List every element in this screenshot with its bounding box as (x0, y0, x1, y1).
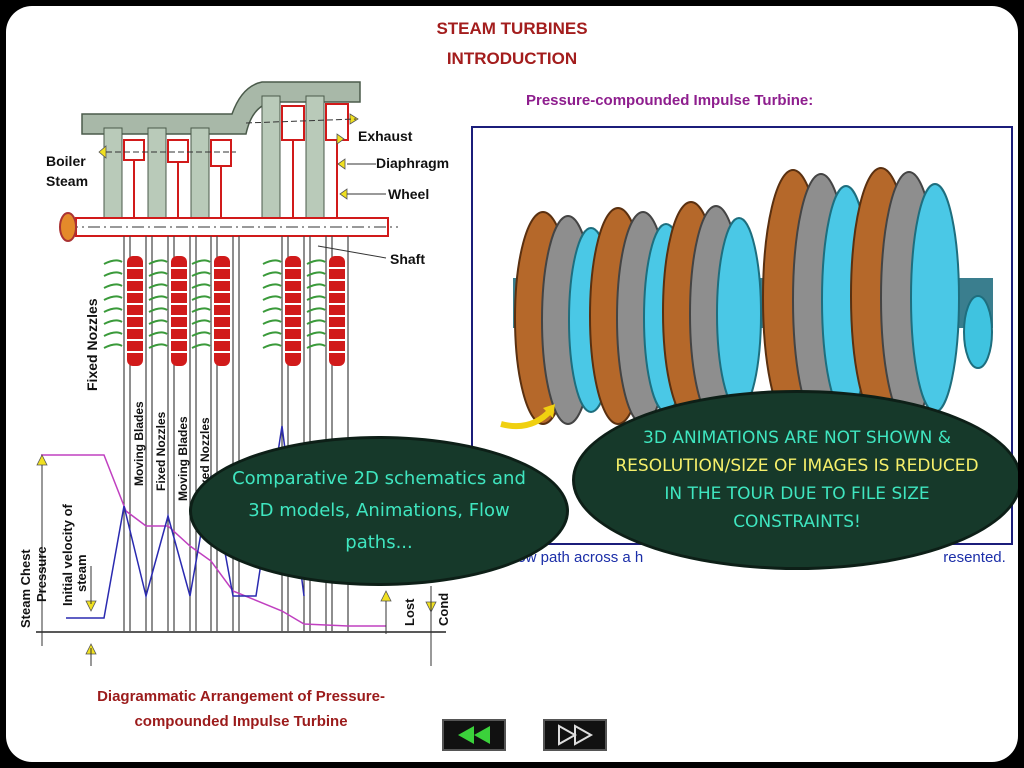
label-fixed-nozzles: Fixed Nozzles (84, 298, 100, 391)
slide-subtitle: INTRODUCTION (446, 49, 578, 68)
turbine-casing (81, 81, 361, 135)
pressure-curve (41, 454, 386, 627)
label-lost: Lost (402, 598, 417, 626)
flow-arrow (500, 407, 554, 430)
turbine-3d-illustration (500, 167, 993, 430)
label-steam-word: steam (74, 554, 89, 592)
fixed-nozzles (103, 259, 326, 349)
label-moving-blades-2: Moving Blades (176, 416, 190, 501)
next-button[interactable] (543, 719, 607, 751)
callout-part1: 3D ANIMATIONS ARE NOT SHOWN & (643, 428, 951, 448)
label-fixed-nozzles-3: xed Nozzles (198, 417, 212, 486)
label-exhaust: Exhaust (358, 128, 413, 144)
turbine-schematic: Boiler Steam Exhaust Diaphragm Wheel Sha… (18, 81, 451, 666)
diagram-caption-line1: Diagrammatic Arrangement of Pressure- (97, 688, 385, 705)
panel-caption-tail: resented. (943, 549, 1006, 566)
label-cond: Cond (436, 593, 451, 626)
shaft-end (59, 212, 77, 242)
label-boiler: Boiler (46, 153, 86, 169)
diagram-caption: Diagrammatic Arrangement of Pressure- co… (46, 684, 436, 734)
callout-comparative: Comparative 2D schematics and 3D models,… (189, 436, 569, 586)
wheels (123, 103, 349, 218)
slide-frame: STEAM TURBINES INTRODUCTION (6, 6, 1018, 762)
rotor-wheels (514, 167, 960, 427)
callout-comparative-text: Comparative 2D schematics and 3D models,… (232, 468, 526, 553)
label-initial-velocity: Initial velocity of (60, 503, 75, 606)
label-shaft: Shaft (390, 251, 425, 267)
label-wheel: Wheel (388, 186, 429, 202)
panel-title: Pressure-compounded Impulse Turbine: (526, 92, 814, 109)
label-steam-chest: Steam Chest (18, 549, 33, 628)
label-steam: Steam (46, 173, 88, 189)
callout-part2: IN THE TOUR DUE TO FILE SIZE CONSTRAINTS… (664, 484, 930, 532)
callout-highlight: RESOLUTION/SIZE OF IMAGES IS REDUCED (615, 456, 979, 476)
moving-blades (127, 256, 345, 366)
rewind-icon (458, 726, 490, 744)
label-pressure: Pressure (34, 546, 49, 602)
previous-button[interactable] (442, 719, 506, 751)
diagram-caption-line2: compounded Impulse Turbine (134, 713, 348, 730)
panel-caption: low path across a h resented. (514, 549, 1006, 566)
slide-title: STEAM TURBINES (436, 19, 588, 38)
panel-caption-text: low path across a h (514, 549, 644, 566)
label-fixed-nozzles-2: Fixed Nozzles (154, 411, 168, 491)
callout-tour-notice-text: 3D ANIMATIONS ARE NOT SHOWN & RESOLUTION… (615, 424, 979, 536)
callout-tour-notice: 3D ANIMATIONS ARE NOT SHOWN & RESOLUTION… (572, 390, 1018, 570)
label-diaphragm: Diaphragm (376, 155, 449, 171)
fast-forward-icon (558, 724, 594, 746)
label-moving-blades-1: Moving Blades (132, 401, 146, 486)
